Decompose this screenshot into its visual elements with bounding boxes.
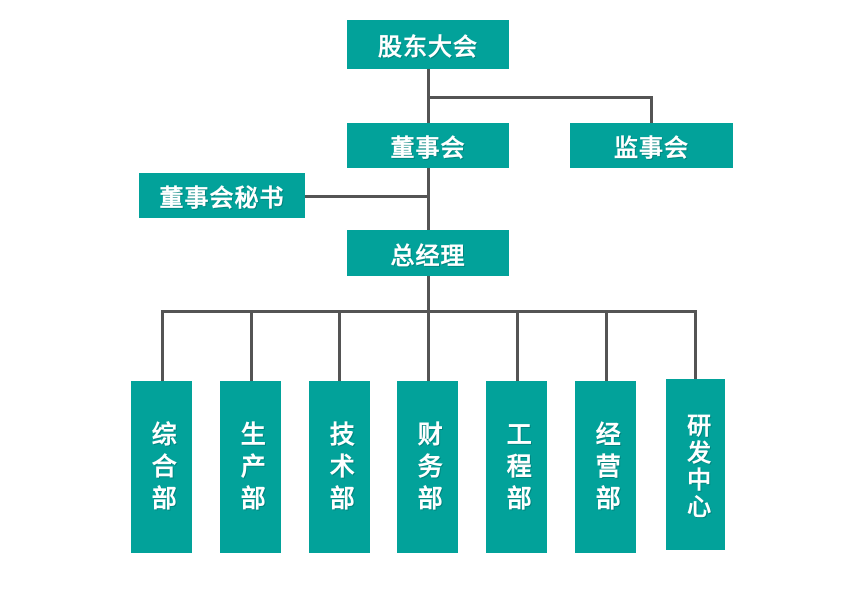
connector-board-down (427, 96, 430, 124)
connector-supervisors-down (650, 96, 653, 124)
department-label: 经营部 (592, 421, 621, 517)
connector-drop-6 (605, 310, 608, 382)
department-label: 工程部 (503, 421, 532, 517)
node-board-of-supervisors[interactable]: 监事会 (570, 123, 733, 168)
node-department-production[interactable]: 生产部 (220, 381, 281, 553)
node-department-finance[interactable]: 财务部 (397, 381, 458, 553)
connector-drop-2 (250, 310, 253, 382)
department-label: 财务部 (414, 421, 443, 517)
connector-drop-5 (516, 310, 519, 382)
department-label: 生产部 (237, 421, 266, 517)
connector-shareholders-down (427, 69, 430, 99)
node-department-rd-center[interactable]: 研发中心 (666, 379, 725, 550)
node-shareholders-meeting[interactable]: 股东大会 (347, 20, 509, 69)
connector-drop-3 (338, 310, 341, 382)
department-label: 综合部 (148, 421, 177, 517)
node-general-manager[interactable]: 总经理 (347, 230, 509, 276)
node-department-general-affairs[interactable]: 综合部 (131, 381, 192, 553)
node-board-of-directors[interactable]: 董事会 (347, 123, 509, 168)
connector-drop-1 (161, 310, 164, 382)
connector-board-to-gm (427, 168, 430, 230)
connector-supervisors-horizontal (427, 96, 652, 99)
node-department-technology[interactable]: 技术部 (309, 381, 370, 553)
connector-secretary-horizontal (305, 195, 429, 198)
node-department-engineering[interactable]: 工程部 (486, 381, 547, 553)
node-department-operations[interactable]: 经营部 (575, 381, 636, 553)
department-label: 技术部 (326, 421, 355, 517)
connector-drop-7 (694, 310, 697, 380)
connector-gm-down (427, 276, 430, 312)
connector-drop-4 (427, 310, 430, 382)
department-label: 研发中心 (682, 412, 710, 521)
node-board-secretary[interactable]: 董事会秘书 (139, 173, 305, 218)
